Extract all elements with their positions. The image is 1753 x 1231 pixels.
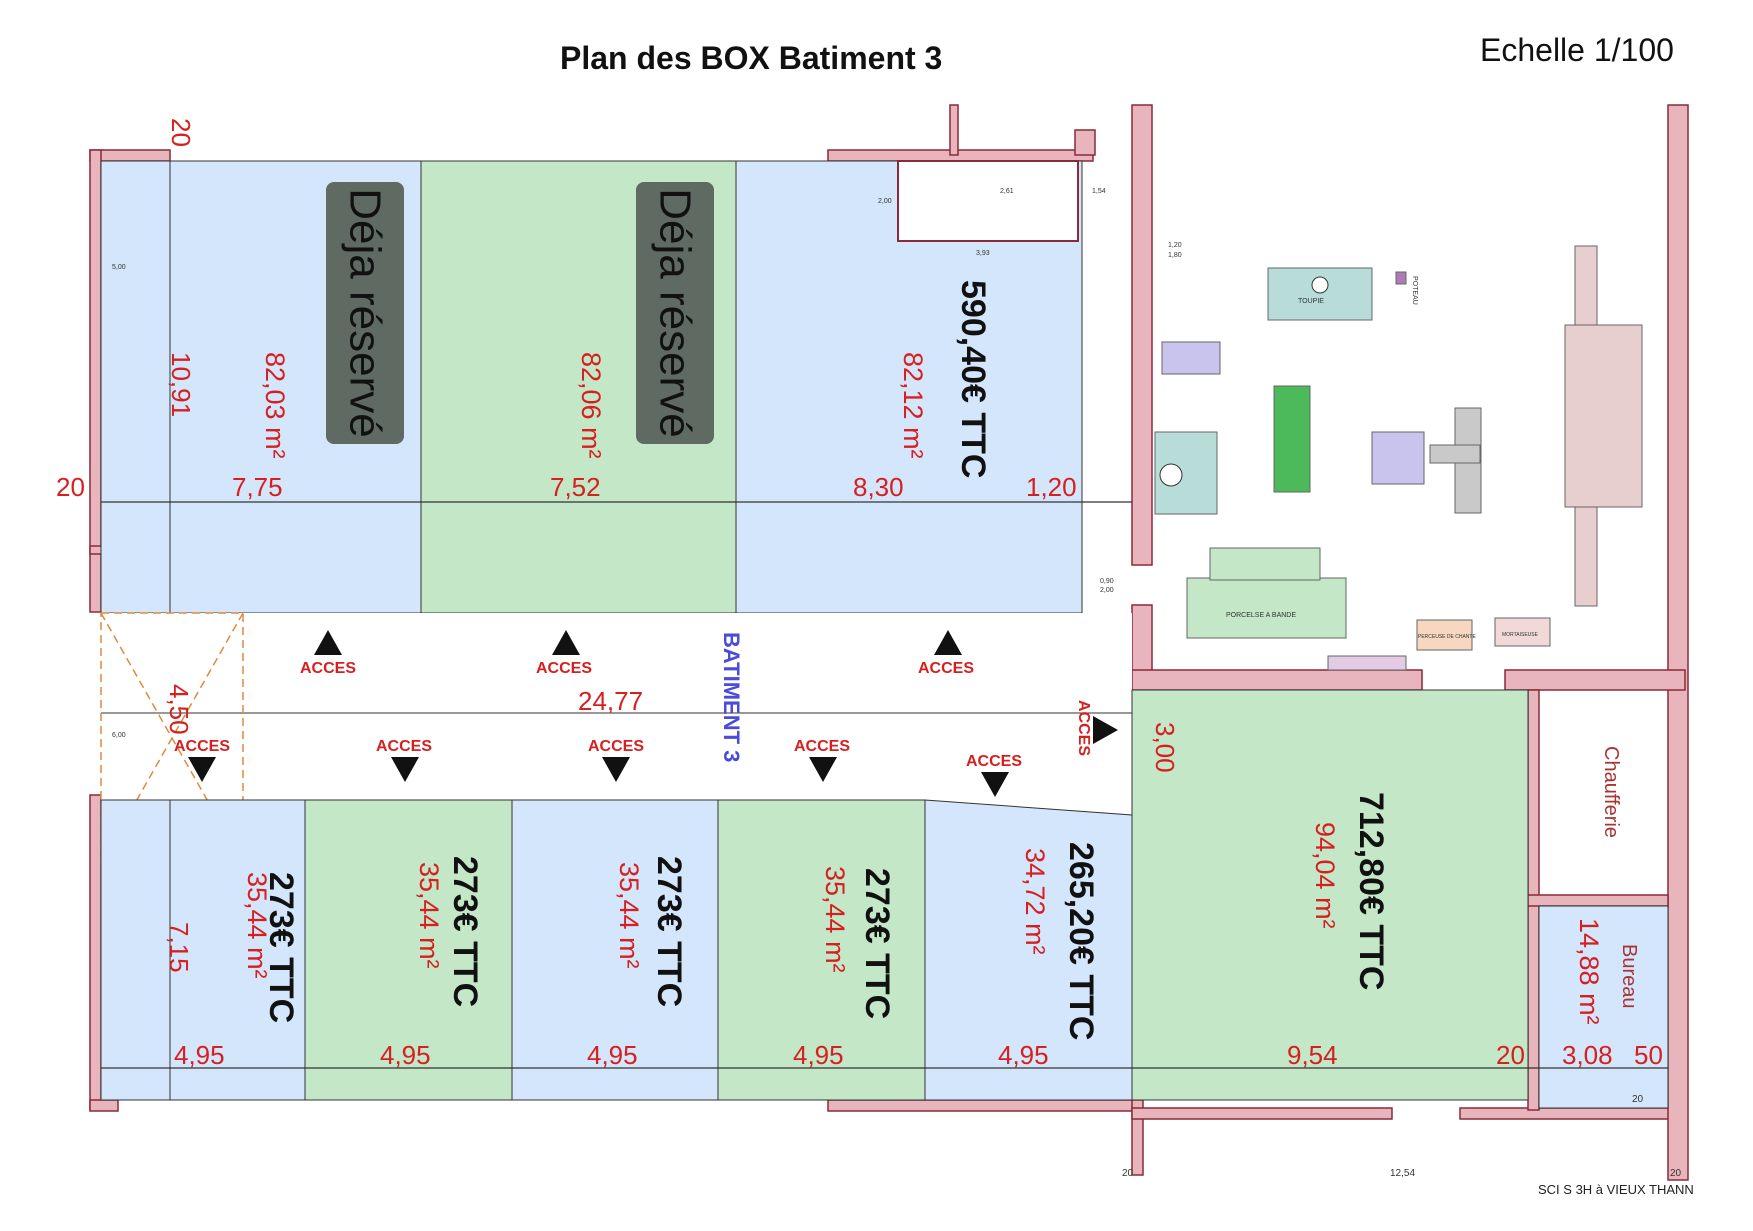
wc-a-label: 2,61 [1000,188,1014,195]
bottom-box-5-width: 4,95 [998,1040,1049,1070]
m180-label: 1,80 [1168,252,1182,259]
acces-label-2: ACCES [536,660,593,677]
bottom-box-5-price: 265,20€ TTC [1062,842,1100,1041]
right-extra-dim: 1,20 [1026,472,1077,502]
top-height-dim: 10,91 [166,352,196,418]
right-height-dim: 3,00 [1150,722,1180,773]
porcelse-label: PORCELSE A BANDE [1226,612,1297,619]
acces-label-6: ACCES [588,738,645,755]
wc-width-label: 3,93 [976,250,990,257]
wall-20b-dim: 20 [1632,1094,1644,1105]
bottom-box-3-area: 35,44 m² [614,862,644,969]
box-bottom-3 [511,799,719,1101]
bureau-label: Bureau [1618,944,1640,1009]
acces-label-3: ACCES [918,660,975,677]
top-box-3-area: 82,12 m² [898,352,928,459]
footer-label: SCI S 3H à VIEUX THANN [1538,1182,1694,1197]
box-bottom-2 [304,799,513,1101]
big-box-price: 712,80€ TTC [1352,792,1390,991]
bureau-width: 3,08 [1562,1040,1613,1070]
top-box-3-price: 590,40€ TTC [954,280,992,479]
bottom-box-4-price: 273€ TTC [858,868,896,1020]
big-box-area: 94,04 m² [1310,822,1340,929]
box-big [1131,689,1529,1101]
toupie-label: TOUPIE [1298,298,1324,305]
workshop-equipment [1154,245,1643,671]
bottom-box-3-width: 4,95 [587,1040,638,1070]
scale-label: Echelle 1/100 [1480,32,1674,68]
top-box-2-width: 7,52 [550,472,601,502]
box-bottom-4 [717,799,926,1101]
wall-50-dim: 50 [1634,1040,1663,1070]
bottom-dim-1254: 12,54 [1390,1168,1416,1179]
bottom-box-5-area: 34,72 m² [1020,848,1050,955]
reserved-text-1: Déja réservé [341,188,390,438]
bureau-room [1538,905,1669,1109]
chaufferie-label: Chaufferie [1600,746,1622,838]
left-wall-dim: 20 [56,472,85,502]
corridor-width-dim: 4,50 [164,684,194,735]
acces-label-8: ACCES [966,753,1023,770]
box-bottom-1 [100,799,306,1101]
bottom-box-2-price: 273€ TTC [446,856,484,1008]
top-box-1-width: 7,75 [232,472,283,502]
reserved-text-2: Déja réservé [651,188,700,438]
corridor-length-dim: 24,77 [578,686,644,716]
m090-label: 0,90 [1100,578,1114,585]
bureau-area: 14,88 m² [1574,918,1604,1025]
wall-20-right: 20 [1496,1040,1525,1070]
page-title: Plan des BOX Batiment 3 [560,40,943,76]
reserved-badge-2: Déja réservé [636,182,714,444]
bottom-dim-20-left: 20 [1122,1168,1134,1179]
bottom-box-2-width: 4,95 [380,1040,431,1070]
acces-label-5: ACCES [376,738,433,755]
top-wall-dim: 20 [166,118,196,147]
access-arrows [188,630,1118,797]
m200-label: 2,00 [1100,587,1114,594]
big-box-width: 9,54 [1287,1040,1338,1070]
m600-label: 6,00 [112,732,126,739]
top-box-2-area: 82,06 m² [576,352,606,459]
m120-label: 1,20 [1168,242,1182,249]
reserved-badge-1: Déja réservé [326,182,404,444]
poteau-label: POTEAU [1411,276,1418,305]
acces-label-4: ACCES [174,738,231,755]
bottom-box-4-area: 35,44 m² [820,866,850,973]
mortaiseuse-label: MORTAISEUSE [1502,632,1538,638]
bottom-box-4-width: 4,95 [793,1040,844,1070]
bottom-box-1-area: 35,44 m² [242,872,272,979]
wc-b-label: 1,54 [1092,188,1106,195]
bottom-box-3-price: 273€ TTC [650,856,688,1008]
wc-c-label: 2,00 [878,198,892,205]
acces-label-1: ACCES [300,660,357,677]
wc-block [897,160,1079,242]
corridor-label: BATIMENT 3 [719,632,744,763]
top-box-1-area: 82,03 m² [260,352,290,459]
acces-label-7: ACCES [794,738,851,755]
bottom-height-dim: 7,15 [164,922,194,973]
bottom-box-2-area: 35,44 m² [414,862,444,969]
m500-label: 5,00 [112,264,126,271]
bottom-box-1-width: 4,95 [174,1040,225,1070]
acces-label-9: ACCES [1075,700,1092,757]
top-box-3-width: 8,30 [853,472,904,502]
bottom-dim-20-right: 20 [1670,1168,1682,1179]
perceuse-label: PERCEUSE DE CHANTE [1418,634,1476,640]
